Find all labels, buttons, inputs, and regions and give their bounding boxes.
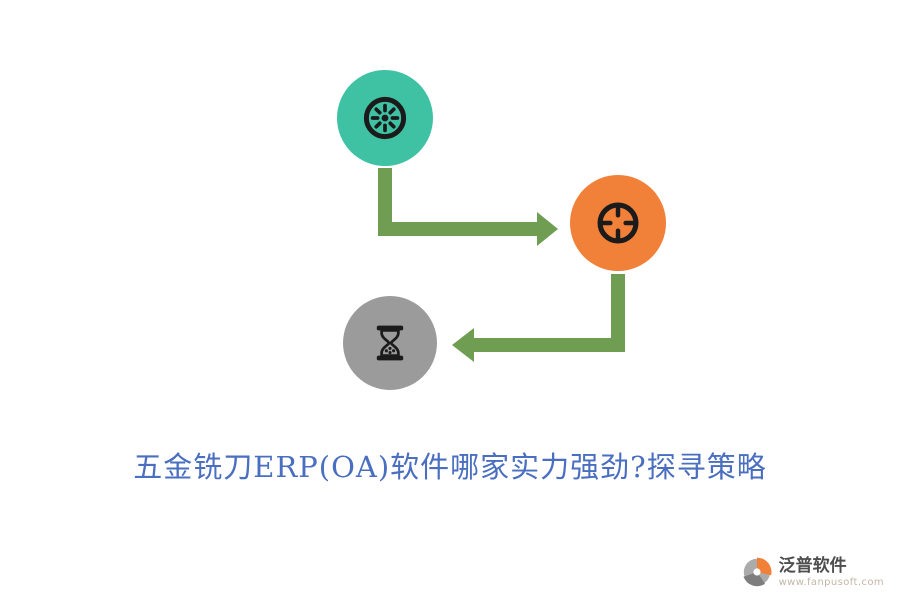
arrow-down-left-horizontal-segment <box>474 338 625 352</box>
page-title: 五金铣刀ERP(OA)软件哪家实力强劲?探寻策略 <box>133 450 767 484</box>
hourglass-node <box>343 296 437 390</box>
arrow-down-right-horizontal-segment <box>378 222 538 236</box>
arrow-left-head-icon <box>452 328 474 362</box>
arrow-down-right-vertical-segment <box>378 168 392 230</box>
brand-text: 泛普软件 www.fanpusoft.com <box>778 555 884 588</box>
kiwi-node <box>337 70 433 166</box>
arrow-right-head-icon <box>537 212 558 246</box>
brand-logo: 泛普软件 www.fanpusoft.com <box>742 555 884 588</box>
brand-name: 泛普软件 <box>778 555 847 576</box>
target-node <box>570 175 666 271</box>
kiwi-slice-icon <box>363 96 407 140</box>
brand-url: www.fanpusoft.com <box>778 576 884 588</box>
pie-chart-logo-icon <box>743 558 772 587</box>
hourglass-icon <box>376 325 404 361</box>
target-dial-icon <box>597 202 639 244</box>
arrow-down-left-vertical-segment <box>611 274 625 352</box>
